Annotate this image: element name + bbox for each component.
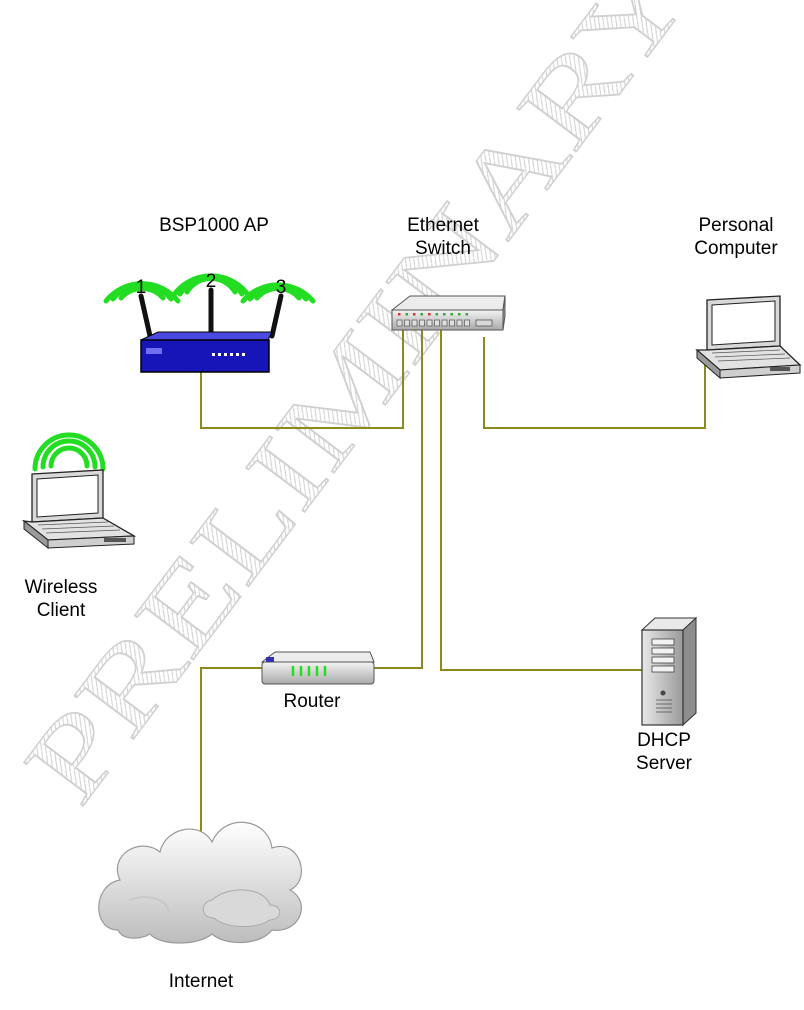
dhcp-server-label: DHCP Server — [612, 729, 716, 775]
personal-computer-label-line1: Personal — [672, 214, 800, 237]
antenna-1-label: 1 — [136, 277, 147, 298]
antenna-2-label: 2 — [206, 271, 217, 292]
wireless-client — [24, 435, 134, 548]
antenna-3-label: 3 — [276, 277, 287, 298]
router-label: Router — [262, 690, 362, 713]
personal-computer-laptop-icon — [697, 296, 800, 378]
link-pc-switch — [484, 337, 705, 428]
wireless-client-label: Wireless Client — [6, 576, 116, 622]
switch-label: Ethernet Switch — [382, 214, 504, 260]
dhcp-server-tower-icon — [642, 618, 696, 725]
wireless-client-label-line1: Wireless — [6, 576, 116, 599]
wireless-client-laptop-icon — [24, 470, 134, 548]
switch-label-line1: Ethernet — [382, 214, 504, 237]
switch-label-line2: Switch — [382, 237, 504, 260]
dhcp-server-label-line1: DHCP — [612, 729, 716, 752]
client-wifi-signal-icon — [35, 435, 103, 469]
personal-computer-label-line2: Computer — [672, 237, 800, 260]
internet-cloud-icon — [99, 822, 302, 943]
wireless-client-label-line2: Client — [6, 599, 116, 622]
ap-label: BSP1000 AP — [130, 214, 298, 237]
internet-label: Internet — [146, 970, 256, 993]
personal-computer-label: Personal Computer — [672, 214, 800, 260]
link-dhcp-switch — [441, 330, 642, 670]
ethernet-switch-icon — [392, 296, 505, 330]
access-point: 1 2 3 — [106, 271, 313, 372]
router-icon — [262, 652, 374, 684]
dhcp-server-label-line2: Server — [612, 752, 716, 775]
